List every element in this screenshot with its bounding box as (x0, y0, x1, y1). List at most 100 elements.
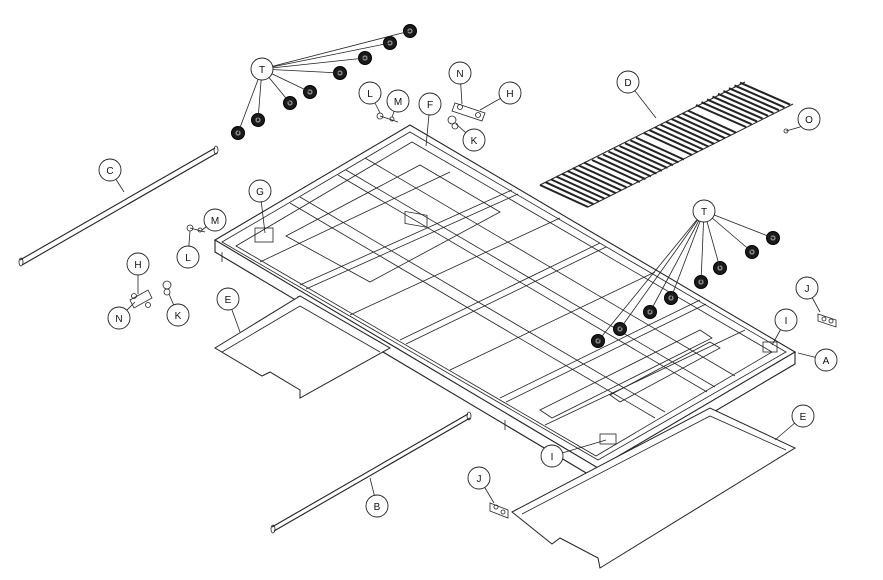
grate-slat (676, 115, 726, 140)
bolt-l-m-top (376, 112, 399, 123)
main-frame (213, 124, 797, 481)
grate-slat (583, 161, 633, 186)
callout-label: C (106, 166, 113, 177)
callout-label: B (374, 502, 381, 513)
callout-label: D (624, 78, 631, 89)
grate-slat (539, 184, 589, 208)
callout-K-top: K (462, 128, 486, 152)
callout-label: J (477, 474, 482, 485)
grate-slat (550, 178, 600, 203)
pin-o (783, 126, 801, 134)
grate-slat (613, 147, 663, 172)
nut-k-left (162, 280, 172, 296)
grate-slat (591, 159, 641, 183)
callout-label: I (785, 316, 788, 327)
grate-slat (671, 118, 720, 142)
grate-slat (723, 90, 774, 114)
rod-b (270, 411, 472, 534)
nut-k-top (447, 115, 459, 130)
callout-label: H (506, 89, 513, 100)
callout-L-left: L (176, 245, 200, 269)
callout-I-right: I (774, 308, 798, 332)
grate-slat (608, 150, 657, 175)
callout-label: E (225, 295, 232, 306)
callout-label: E (800, 412, 807, 423)
grate-slat (665, 120, 715, 145)
wheel-t (664, 291, 678, 305)
callout-label: L (367, 89, 373, 100)
callout-label: H (134, 260, 141, 271)
callout-A: A (814, 348, 838, 372)
callout-label: M (394, 97, 402, 108)
grill-grate (539, 81, 794, 208)
callout-J-right: J (795, 276, 819, 300)
wheels-t (231, 24, 780, 348)
callout-label: T (259, 65, 265, 76)
grate-slat (734, 84, 785, 109)
callout-M-top: M (386, 89, 410, 113)
grate-slat (597, 156, 646, 181)
callout-label: J (805, 284, 810, 295)
bolt-l-m-left (186, 224, 206, 233)
callout-label: A (823, 356, 830, 367)
grate-slat (695, 104, 747, 128)
callout-O: O (797, 107, 821, 131)
grate-slat (567, 170, 616, 194)
callout-M-left: M (203, 208, 227, 232)
grate-slat (556, 175, 605, 200)
callout-label: N (115, 314, 122, 325)
grate-slat (706, 98, 758, 123)
callout-K-left: K (166, 303, 190, 327)
grate-rail (587, 103, 794, 208)
grate-slat (619, 145, 668, 169)
callout-label: O (805, 115, 813, 126)
callout-L-top: L (358, 81, 382, 105)
grate-slat (572, 167, 622, 192)
callout-E-left: E (216, 287, 240, 311)
grate-slat (739, 81, 791, 106)
callout-G: G (248, 179, 272, 203)
callout-C: C (98, 158, 122, 182)
callout-label: G (256, 187, 264, 198)
callout-N-left: N (107, 306, 131, 330)
grate-slat (602, 153, 652, 178)
callout-E-right: E (791, 404, 815, 428)
latch-j-bottom (489, 502, 509, 519)
callout-B: B (365, 494, 389, 518)
callout-I-bottom: I (540, 444, 564, 468)
callout-J-bottom: J (467, 466, 491, 490)
panel-e-right (511, 407, 797, 569)
rod-c (18, 145, 219, 267)
callout-N-top: N (448, 61, 472, 85)
callout-label: N (456, 69, 463, 80)
grate-slat (624, 142, 674, 167)
grate-slat (660, 123, 709, 148)
bracket-h-n-top (451, 102, 486, 122)
grate-slat (654, 126, 704, 151)
callout-label: M (211, 216, 219, 227)
callout-label: K (175, 311, 182, 322)
callout-label: L (185, 253, 191, 264)
grate-slat (643, 132, 693, 156)
latch-j-right (817, 313, 837, 328)
grate-rail (539, 81, 746, 186)
callout-label: K (471, 136, 478, 147)
grate-slat (682, 112, 731, 137)
grate-slat (649, 129, 698, 154)
panel-e-left (214, 295, 392, 399)
callout-D: D (616, 70, 640, 94)
grate-slat (687, 109, 737, 134)
bracket-h-n-left (129, 289, 153, 309)
callout-T-top: T (250, 57, 274, 81)
grate-slat (701, 101, 752, 126)
grate-slat (561, 172, 611, 197)
callout-label: T (701, 207, 707, 218)
grate-slat (712, 95, 763, 120)
grate-slat (545, 181, 594, 206)
callout-F: F (418, 92, 442, 116)
grate-slat (630, 139, 679, 164)
grate-slat (717, 92, 769, 117)
callout-label: I (551, 452, 554, 463)
